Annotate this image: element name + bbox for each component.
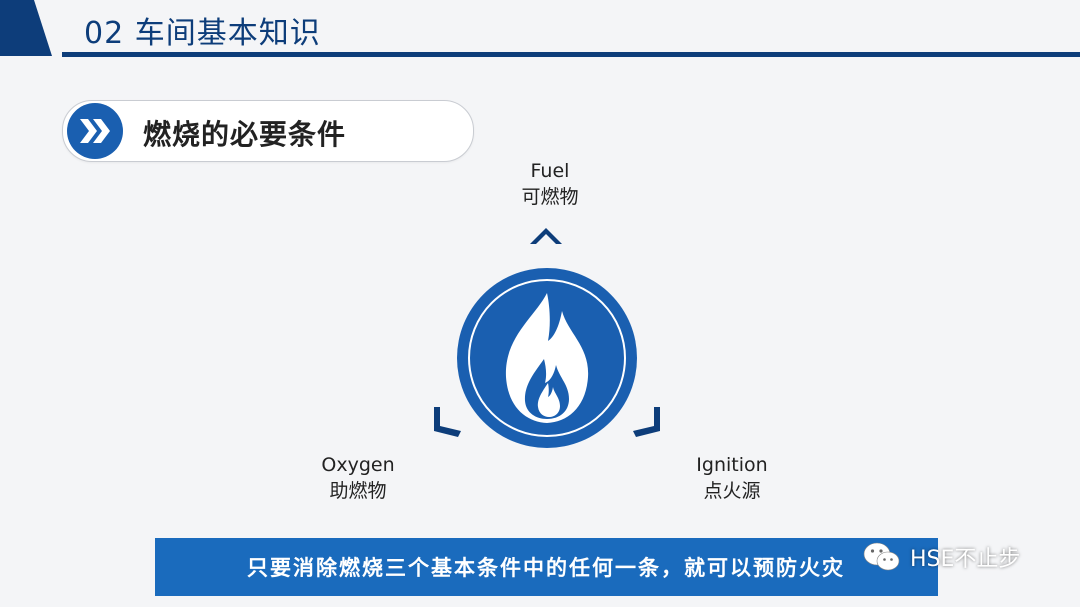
summary-banner-text: 只要消除燃烧三个基本条件中的任何一条，就可以预防火灾 [247,556,845,580]
chevron-lower-right-icon [633,407,660,437]
double-chevron-right-icon [67,103,123,159]
header-divider [62,52,1080,57]
watermark: HSE不止步 [862,540,1020,574]
watermark-text: HSE不止步 [910,547,1021,572]
summary-banner: 只要消除燃烧三个基本条件中的任何一条，就可以预防火灾 [155,538,938,596]
flame-icon [457,268,637,448]
section-title: 燃烧的必要条件 [143,118,347,151]
fuel-label-en: Fuel [530,160,570,182]
page-title: 02 车间基本知识 [84,16,321,51]
wechat-icon [863,542,900,571]
ignition-label-en: Ignition [696,454,768,476]
section-heading: 燃烧的必要条件 [62,100,474,162]
header-accent-shape [0,0,52,56]
ignition-label: Ignition 点火源 [672,452,792,504]
oxygen-label: Oxygen 助燃物 [296,452,420,504]
ignition-label-zh: 点火源 [703,480,761,502]
chevron-lower-left-icon [434,407,461,437]
fuel-label: Fuel 可燃物 [490,158,610,210]
oxygen-label-en: Oxygen [321,454,395,476]
oxygen-label-zh: 助燃物 [329,480,387,502]
fuel-label-zh: 可燃物 [521,186,579,208]
chevron-up-icon [530,228,562,244]
